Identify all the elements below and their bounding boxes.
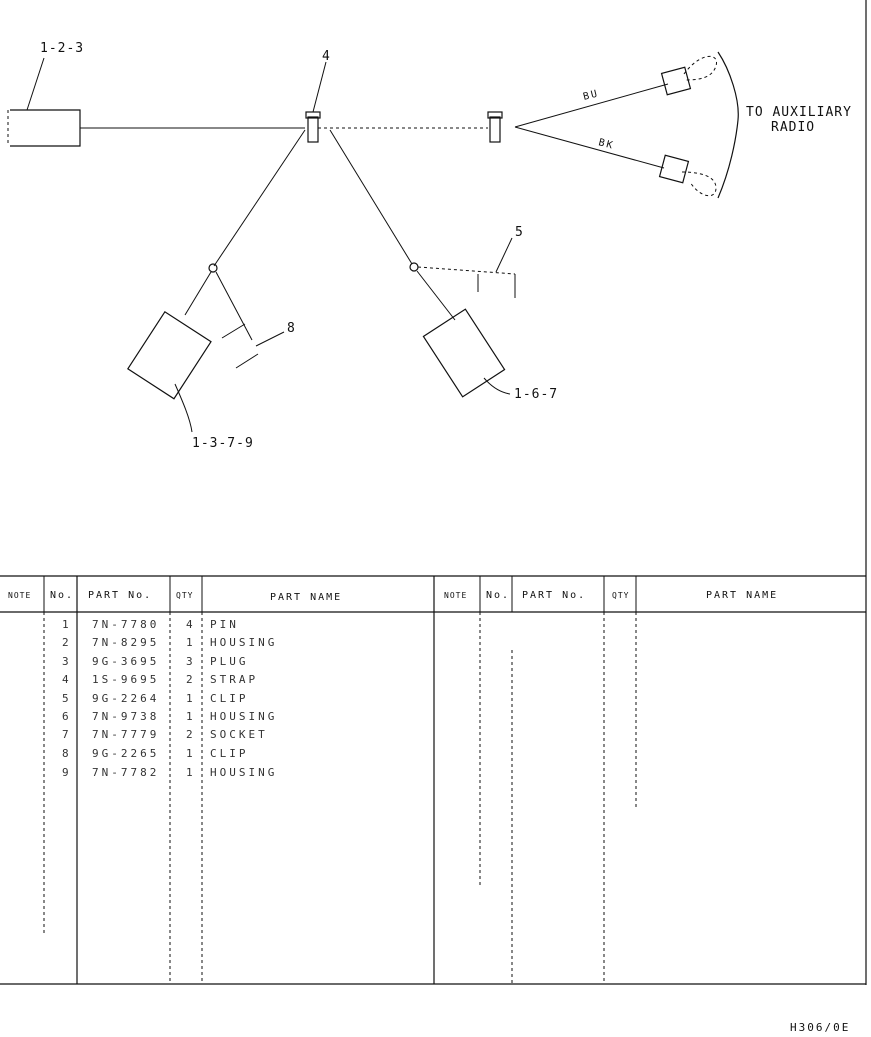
table-row: 1 7N-7780 4 PIN [62,618,239,631]
svg-text:1: 1 [186,636,196,649]
wire-bu [514,83,669,128]
wiring-diagram: 1-2-3 4 5 8 1-3-7-9 1-6-7 BU BK TO AUXIL… [7,41,852,451]
svg-text:1S-9695: 1S-9695 [92,673,159,686]
header-note-left: NOTE [8,591,31,600]
housing-left [127,310,212,400]
svg-text:SOCKET: SOCKET [210,728,268,741]
branch-left-a [184,271,212,316]
svg-text:CLIP: CLIP [210,692,249,705]
connector-left [7,109,81,147]
svg-text:HOUSING: HOUSING [210,636,277,649]
svg-text:1: 1 [186,710,196,723]
header-qty-right: QTY [612,591,629,600]
header-part-no-left: PART No. [88,590,152,601]
wire-bk [514,126,665,169]
clip-5 [477,237,516,298]
clip-8 [221,323,285,369]
header-note-right: NOTE [444,591,467,600]
table-row: 3 9G-3695 3 PLUG [62,655,249,668]
table-row: 4 1S-9695 2 STRAP [62,673,258,686]
leader-1-2-3 [26,57,45,111]
strap-4 [305,111,321,143]
branch-right [329,129,413,265]
wire-label-bk: BK [597,137,615,152]
svg-text:7N-7782: 7N-7782 [92,766,159,779]
terminal-bu [660,56,717,96]
drawing-code: H306/0E [790,1021,850,1034]
svg-text:9G-2264: 9G-2264 [92,692,159,705]
callout-1-2-3: 1-2-3 [40,41,84,56]
branch-right-b [417,266,516,275]
svg-text:PLUG: PLUG [210,655,249,668]
radio-bracket [717,51,739,199]
branch-left [213,129,306,267]
header-part-name-right: PART NAME [706,590,778,601]
svg-text:7N-9738: 7N-9738 [92,710,159,723]
table-row: 8 9G-2265 1 CLIP [62,747,249,760]
svg-text:8: 8 [62,747,72,760]
strap-right [487,111,503,143]
table-row: 9 7N-7782 1 HOUSING [62,766,277,779]
svg-text:1: 1 [186,766,196,779]
svg-text:HOUSING: HOUSING [210,766,277,779]
grommet-left [208,263,218,273]
svg-text:9: 9 [62,766,72,779]
svg-text:2: 2 [62,636,72,649]
svg-text:4: 4 [186,618,196,631]
svg-text:6: 6 [62,710,72,723]
leader-4 [312,61,327,113]
table-row: 7 7N-7779 2 SOCKET [62,728,268,741]
grommet-right [409,262,419,272]
svg-text:7: 7 [62,728,72,741]
callout-8: 8 [287,321,296,336]
destination-line2: RADIO [771,120,815,135]
wire-label-bu: BU [582,88,600,103]
svg-text:7N-7780: 7N-7780 [92,618,159,631]
header-qty-left: QTY [176,591,193,600]
header-part-name-left: PART NAME [270,592,342,603]
parts-table: NOTE No. PART No. QTY PART NAME NOTE No.… [0,575,866,985]
svg-text:CLIP: CLIP [210,747,249,760]
svg-text:2: 2 [186,728,196,741]
svg-text:7N-7779: 7N-7779 [92,728,159,741]
callout-1-6-7: 1-6-7 [514,387,558,402]
svg-text:9G-2265: 9G-2265 [92,747,159,760]
table-row: 5 9G-2264 1 CLIP [62,692,249,705]
table-row: 2 7N-8295 1 HOUSING [62,636,277,649]
housing-right [422,308,506,398]
svg-text:3: 3 [62,655,72,668]
svg-text:1: 1 [186,692,196,705]
svg-text:1: 1 [62,618,72,631]
table-rows: 1 7N-7780 4 PIN 2 7N-8295 1 HOUSING 3 9G… [62,618,277,779]
table-row: 6 7N-9738 1 HOUSING [62,710,277,723]
callout-5: 5 [515,225,524,240]
leader-1-3-7-9 [174,383,193,433]
svg-text:9G-3695: 9G-3695 [92,655,159,668]
branch-left-b [215,271,253,341]
svg-text:PIN: PIN [210,618,239,631]
svg-text:1: 1 [186,747,196,760]
svg-text:2: 2 [186,673,196,686]
svg-text:HOUSING: HOUSING [210,710,277,723]
header-no-right: No. [486,590,510,601]
terminal-bk [658,154,717,197]
svg-text:4: 4 [62,673,72,686]
callout-1-3-7-9: 1-3-7-9 [192,436,254,451]
svg-text:STRAP: STRAP [210,673,258,686]
svg-text:5: 5 [62,692,72,705]
branch-right-a [416,270,456,321]
header-no-left: No. [50,590,74,601]
destination-line1: TO AUXILIARY [746,105,852,120]
callout-4: 4 [322,49,331,64]
svg-text:3: 3 [186,655,196,668]
leader-1-6-7 [483,377,511,395]
svg-text:7N-8295: 7N-8295 [92,636,159,649]
header-part-no-right: PART No. [522,590,586,601]
